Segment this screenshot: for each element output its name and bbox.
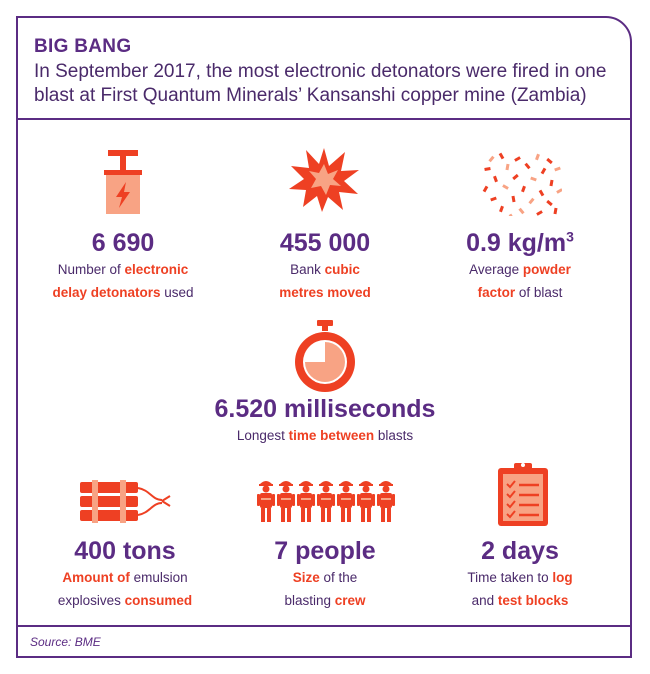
detonator-plunger-icon <box>104 150 142 214</box>
stat-desc-line1: Size of the <box>292 570 358 585</box>
powder-particle <box>488 155 495 163</box>
stopwatch-icon <box>295 320 355 392</box>
infographic-frame <box>16 16 632 658</box>
person-figure <box>377 481 395 522</box>
stat-desc-line2: explosives consumed <box>57 593 193 608</box>
powder-particle <box>484 167 491 171</box>
stat-desc-line1: Longest time between blasts <box>236 428 414 443</box>
stat-value: 400 tons <box>74 537 176 565</box>
explosion-icon <box>289 148 359 212</box>
powder-particle <box>498 152 505 160</box>
powder-particle <box>514 156 521 162</box>
stat-value: 0.9 kg/m3 <box>466 228 574 257</box>
person-figure <box>317 481 335 522</box>
person-figure <box>297 481 315 522</box>
stat-emulsion: 400 tons Amount of emulsion explosives c… <box>25 536 225 612</box>
stat-value: 455 000 <box>279 229 371 257</box>
powder-particle <box>556 188 562 194</box>
stat-detonators: 6 690 Number of electronic delay detonat… <box>23 228 223 304</box>
header: BIG BANG In September 2017, the most ele… <box>34 36 624 108</box>
powder-particle <box>549 179 554 187</box>
person-figure <box>337 481 355 522</box>
stat-value: 6 690 <box>91 229 155 257</box>
clipboard-checklist-icon <box>498 463 548 526</box>
powder-particle <box>546 199 553 207</box>
header-subtitle: In September 2017, the most electronic d… <box>34 61 607 106</box>
header-divider <box>16 118 632 120</box>
powder-particle <box>524 162 531 170</box>
stat-desc-line2: and test blocks <box>471 593 569 608</box>
stat-desc-line1: Amount of emulsion <box>62 570 188 585</box>
powder-particle <box>553 207 558 215</box>
powder-particle <box>546 157 553 165</box>
person-figure <box>277 481 295 522</box>
powder-particle <box>536 210 543 216</box>
powder-particle <box>502 184 509 190</box>
powder-particles-icon <box>482 152 562 216</box>
stat-desc-line2: factor of blast <box>477 285 563 300</box>
powder-particle <box>530 176 537 182</box>
powder-particle <box>511 195 516 203</box>
powder-particle <box>554 166 561 172</box>
header-title: BIG BANG <box>34 36 132 57</box>
powder-particle <box>505 163 510 171</box>
powder-particle <box>521 185 526 193</box>
stat-desc-line1: Number of electronic <box>57 262 189 277</box>
powder-particle <box>482 185 489 193</box>
person-figure <box>257 481 275 522</box>
stat-time-between-blasts: 6.520 milliseconds Longest time between … <box>175 394 475 447</box>
stat-bank-volume: 455 000 Bank cubic metres moved <box>225 228 425 304</box>
person-figure <box>357 481 375 522</box>
stat-value: 6.520 milliseconds <box>214 395 436 423</box>
powder-particle <box>499 205 504 213</box>
stat-desc-line1: Average powder <box>469 262 571 277</box>
powder-particle <box>538 189 545 197</box>
powder-particle <box>535 153 540 161</box>
footer-divider <box>16 625 632 627</box>
powder-particle <box>518 207 525 215</box>
powder-particle <box>512 173 519 181</box>
source-note: Source: BME <box>30 635 101 649</box>
powder-particle <box>528 197 535 205</box>
stat-desc-line1: Bank cubic <box>290 262 360 277</box>
stat-desc-line2: metres moved <box>279 285 371 300</box>
powder-particle <box>490 196 497 202</box>
powder-particle <box>493 175 498 183</box>
dynamite-icon <box>80 480 171 523</box>
stat-value: 7 people <box>274 537 376 565</box>
powder-particle <box>540 167 547 175</box>
stat-crew: 7 people Size of the blasting crew <box>225 536 425 612</box>
people-icon <box>257 481 395 522</box>
stat-value: 2 days <box>481 537 559 565</box>
stat-desc-line2: delay detonators used <box>52 285 194 300</box>
stat-desc-line2: blasting crew <box>284 593 366 608</box>
stat-powder-factor: 0.9 kg/m3 Average powder factor of blast <box>420 228 620 304</box>
stat-desc-line1: Time taken to log <box>467 570 573 585</box>
stat-log-test: 2 days Time taken to log and test blocks <box>420 536 620 612</box>
powder-particle <box>508 213 515 216</box>
